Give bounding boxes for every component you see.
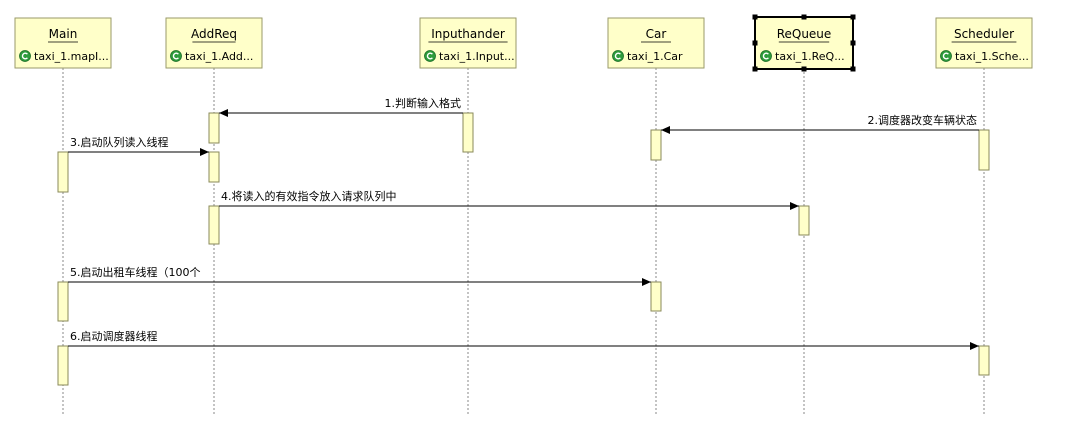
activation-car [650, 129, 662, 161]
participant-car[interactable]: Car taxi_1.Car [607, 17, 705, 69]
class-icon [940, 50, 952, 62]
participant-type: taxi_1.Input... [439, 50, 515, 63]
message-4[interactable]: 4.将读入的有效指令放入请求队列中 [219, 189, 799, 210]
activation-scheduler [978, 129, 990, 171]
message-label: 3.启动队列读入线程 [70, 135, 169, 149]
participant-type: taxi_1.Car [627, 50, 683, 63]
participant-requeue[interactable]: ReQueue taxi_1.ReQ... [752, 14, 856, 72]
participant-scheduler[interactable]: Scheduler taxi_1.Sche... [935, 17, 1033, 69]
class-icon [170, 50, 182, 62]
class-icon [424, 50, 436, 62]
lifelines [62, 68, 985, 415]
selection-handle[interactable] [801, 14, 807, 20]
activation-addreq [208, 205, 220, 245]
activation-inputhander [462, 112, 474, 153]
activation-main [57, 345, 69, 386]
activation-addreq [208, 112, 220, 144]
messages: 1.判断输入格式 2.调度器改变车辆状态 3.启动队列读入线程 4.将读入的有效指令放… [68, 96, 979, 350]
participant-main[interactable]: Main taxi_1.mapI... [14, 17, 112, 69]
participant-box [935, 17, 1033, 69]
participant-type: taxi_1.ReQ... [775, 50, 845, 63]
message-1[interactable]: 1.判断输入格式 [219, 96, 463, 117]
selection-handle[interactable] [850, 14, 856, 20]
message-label: 4.将读入的有效指令放入请求队列中 [221, 189, 397, 203]
participant-box [419, 17, 517, 69]
participant-name: Main [49, 27, 78, 41]
selection-handle[interactable] [801, 66, 807, 72]
message-5[interactable]: 5.启动出租车线程（100个 [68, 265, 651, 286]
participant-inputhander[interactable]: Inputhander taxi_1.Input... [419, 17, 517, 69]
participants: Main taxi_1.mapI... AddReq taxi_1.Add... Inp… [14, 14, 1033, 72]
class-icon [612, 50, 624, 62]
activation-bars [57, 112, 990, 386]
message-label: 5.启动出租车线程（100个 [70, 265, 201, 279]
activation-addreq [208, 151, 220, 183]
class-icon [19, 50, 31, 62]
selection-handle[interactable] [850, 40, 856, 46]
participant-type: taxi_1.mapI... [34, 50, 109, 63]
message-6[interactable]: 6.启动调度器线程 [68, 329, 979, 350]
message-label: 6.启动调度器线程 [70, 329, 158, 343]
participant-name: ReQueue [777, 27, 832, 41]
participant-box [14, 17, 112, 69]
participant-type: taxi_1.Add... [185, 50, 253, 63]
participant-name: Scheduler [954, 27, 1014, 41]
activation-main [57, 151, 69, 193]
class-icon [760, 50, 772, 62]
selection-handle[interactable] [752, 40, 758, 46]
message-label: 1.判断输入格式 [385, 96, 462, 110]
selection-handle[interactable] [752, 14, 758, 20]
participant-name: Inputhander [431, 27, 505, 41]
message-3[interactable]: 3.启动队列读入线程 [68, 135, 209, 156]
participant-name: Car [646, 27, 667, 41]
activation-requeue [798, 205, 810, 236]
participant-type: taxi_1.Sche... [955, 50, 1029, 63]
message-2[interactable]: 2.调度器改变车辆状态 [661, 113, 979, 134]
message-label: 2.调度器改变车辆状态 [868, 113, 978, 127]
selection-handle[interactable] [850, 66, 856, 72]
participant-box [165, 17, 263, 69]
activation-main [57, 281, 69, 322]
activation-car [650, 281, 662, 312]
selection-handle[interactable] [752, 66, 758, 72]
participant-box [607, 17, 705, 69]
participant-addreq[interactable]: AddReq taxi_1.Add... [165, 17, 263, 69]
participant-name: AddReq [191, 27, 237, 41]
activation-scheduler [978, 345, 990, 376]
